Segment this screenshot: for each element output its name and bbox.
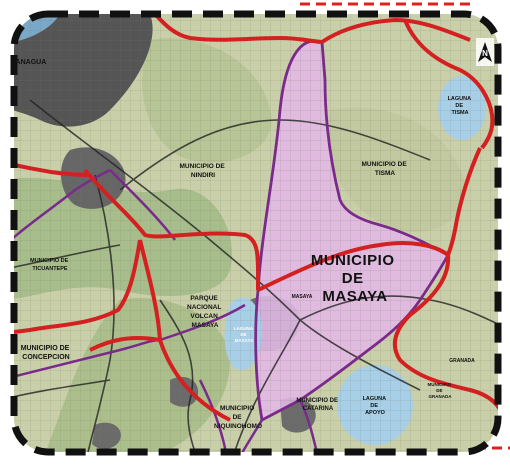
label-laguna-masaya: LAGUNA DE MASAYA <box>234 326 254 343</box>
label-municipio-masaya: MUNICIPIO DE MASAYA <box>311 252 399 305</box>
label-municipio-nindiri: MUNICIPIO DE NINDIRI <box>180 163 227 179</box>
label-municipio-concepcion: MUNICIPIO DE CONCEPCION <box>21 345 72 361</box>
label-municipio-niquinohomo: MUNICIPIO DE NIQUINOHOMO <box>214 405 262 430</box>
north-arrow-label: N <box>482 49 488 58</box>
north-arrow-icon <box>478 42 492 62</box>
label-municipio-granada: MUNICIPIO DE GRANADA <box>427 382 452 399</box>
label-granada: GRANADA <box>449 358 475 364</box>
map-labels: MANAGUA MUNICIPIO DE NINDIRI MUNICIPIO D… <box>10 59 475 430</box>
label-parque-nacional: PARQUE NACIONAL VOLCAN MASAYA <box>187 295 223 329</box>
masaya-municipality-outline <box>254 39 450 423</box>
label-masaya-city: MASAYA <box>292 294 313 300</box>
label-laguna-apoyo: LAGUNA DE APOYO <box>363 396 388 416</box>
label-laguna-tisma: LAGUNA DE TISMA <box>448 96 473 116</box>
label-municipio-catarina: MUNICIPIO DE CATARINA <box>296 398 339 412</box>
north-arrow: N <box>476 38 494 66</box>
label-managua: MANAGUA <box>10 59 47 66</box>
municipal-boundaries <box>14 14 498 422</box>
label-municipio-tisma: MUNICIPIO DE TISMA <box>362 161 409 177</box>
label-municipio-ticuantepe: MUNICIPIO DE TICUANTEPE <box>30 258 70 272</box>
district-boundaries <box>14 168 322 452</box>
dashed-frame-border <box>10 10 502 456</box>
